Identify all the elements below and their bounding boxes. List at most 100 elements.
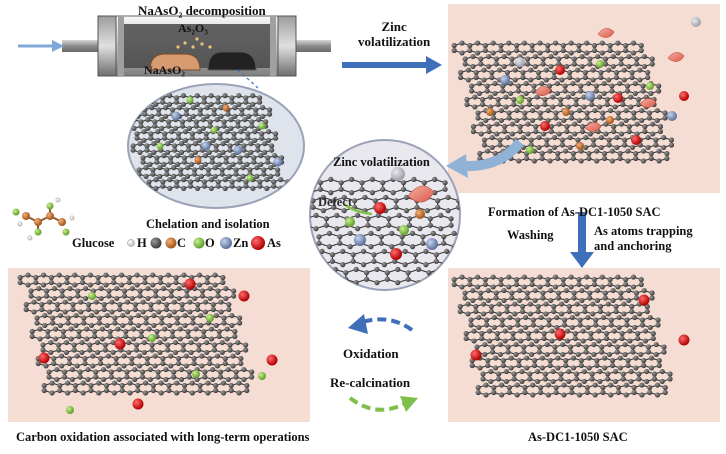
carbon-atom xyxy=(596,328,602,334)
carbon-atom xyxy=(73,312,79,319)
carbon-atom xyxy=(221,119,227,125)
carbon-atom xyxy=(454,252,460,258)
carbon-atom xyxy=(650,335,656,342)
carbon-atom xyxy=(128,111,134,117)
carbon-atom xyxy=(573,101,579,108)
carbon-atom xyxy=(662,110,668,116)
carbon-atom xyxy=(186,117,193,123)
carbon-atom xyxy=(574,301,580,307)
carbon-atom xyxy=(468,317,474,323)
carbon-atom xyxy=(138,328,144,335)
carbon-atom xyxy=(545,47,551,54)
carbon-atom xyxy=(119,387,125,394)
carbon-atom xyxy=(313,226,319,232)
carbon-atom xyxy=(534,94,540,100)
carbon-atom xyxy=(554,324,560,331)
carbon-atom xyxy=(96,320,102,326)
carbon-atom xyxy=(144,360,150,367)
carbon-atom xyxy=(563,362,569,369)
c-atom xyxy=(415,209,425,219)
carbon-atom xyxy=(635,335,641,342)
carbon-atom xyxy=(481,142,487,148)
carbon-atom xyxy=(250,101,256,107)
carbon-atom xyxy=(153,293,159,299)
carbon-atom xyxy=(549,328,555,334)
carbon-atom xyxy=(606,137,612,143)
carbon-atom xyxy=(578,88,584,94)
carbon-atom xyxy=(473,74,479,81)
carbon-atom xyxy=(359,180,365,186)
carbon-atom xyxy=(185,143,192,149)
legend-as: As xyxy=(267,236,281,250)
carbon-atom xyxy=(444,248,450,254)
legend-h: H xyxy=(137,236,147,250)
carbon-atom xyxy=(257,179,263,185)
carbon-atom xyxy=(82,355,88,362)
carbon-atom xyxy=(491,324,497,331)
carbon-atom xyxy=(617,355,623,361)
carbon-atom xyxy=(229,179,235,185)
carbon-atom xyxy=(441,234,447,240)
carbon-atom xyxy=(561,117,567,124)
carbon-atom xyxy=(169,107,176,113)
carbon-atom xyxy=(533,123,539,130)
carbon-atom xyxy=(200,125,206,131)
carbon-atom xyxy=(605,376,611,382)
carbon-atom xyxy=(594,357,600,364)
glucose-o-atom xyxy=(46,202,54,210)
carbon-atom xyxy=(571,61,577,67)
carbon-atom xyxy=(441,240,447,246)
carbon-atom xyxy=(626,123,632,130)
carbon-atom xyxy=(326,230,332,236)
carbon-atom xyxy=(265,155,271,161)
carbon-atom xyxy=(613,74,620,81)
carbon-atom xyxy=(633,355,639,361)
carbon-atom xyxy=(612,378,619,385)
carbon-atom xyxy=(157,274,164,281)
carbon-atom xyxy=(577,317,583,323)
carbon-atom xyxy=(184,293,190,299)
carbon-atom xyxy=(602,290,608,296)
carbon-atom xyxy=(528,351,535,358)
defect-lens xyxy=(309,139,461,291)
carbon-atom xyxy=(354,226,361,232)
carbon-atom xyxy=(536,144,542,151)
carbon-atom xyxy=(534,378,541,385)
carbon-atom xyxy=(427,216,433,222)
carbon-atom xyxy=(105,353,111,359)
carbon-atom xyxy=(166,322,173,329)
carbon-atom xyxy=(206,149,212,155)
carbon-atom xyxy=(266,111,273,117)
carbon-atom xyxy=(491,314,497,321)
carbon-atom xyxy=(147,153,153,159)
carbon-atom xyxy=(48,279,54,286)
carbon-atom xyxy=(546,83,553,89)
carbon-atom xyxy=(114,285,120,292)
carbon-atom xyxy=(582,308,588,315)
carbon-atom xyxy=(171,173,177,179)
carbon-atom xyxy=(175,355,182,362)
carbon-atom xyxy=(638,42,644,49)
carbon-atom xyxy=(546,317,552,323)
carbon-atom xyxy=(409,230,416,236)
carbon-atom xyxy=(504,308,510,315)
carbon-atom xyxy=(37,326,43,332)
carbon-atom xyxy=(196,137,202,143)
carbon-atom xyxy=(341,208,347,214)
carbon-atom xyxy=(469,83,475,89)
carbon-atom xyxy=(475,115,481,121)
carbon-atom xyxy=(536,349,542,355)
o-atom xyxy=(66,406,74,414)
carbon-atom xyxy=(479,330,485,337)
carbon-atom xyxy=(214,363,221,369)
carbon-atom xyxy=(606,67,612,73)
carbon-atom xyxy=(605,311,611,317)
carbon-atom xyxy=(54,306,60,313)
carbon-atom xyxy=(199,353,205,359)
carbon-atom xyxy=(600,384,606,391)
carbon-atom xyxy=(196,272,203,278)
carbon-atom xyxy=(548,128,554,135)
carbon-atom xyxy=(469,88,475,94)
carbon-atom xyxy=(424,208,430,214)
carbon-atom xyxy=(31,299,37,305)
